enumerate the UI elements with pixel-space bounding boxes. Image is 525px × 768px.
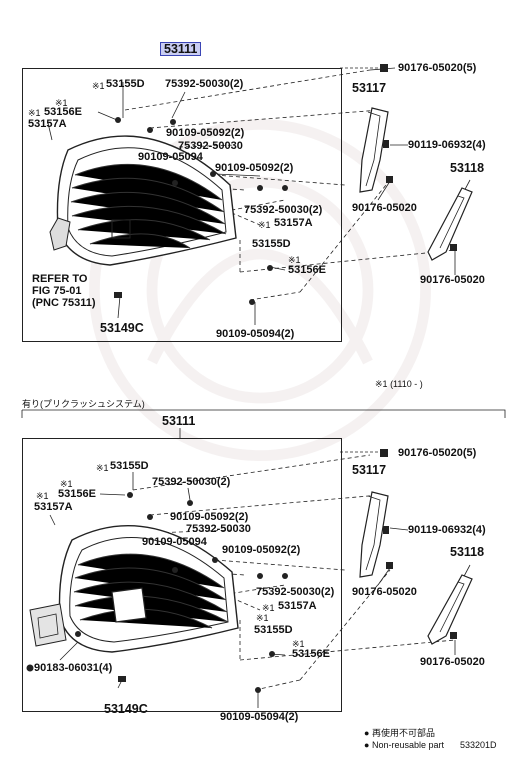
note-mark: ※1 <box>60 479 73 489</box>
label-90176-05020-b[interactable]: 90176-05020 <box>420 274 485 286</box>
label-90109-05092-2b[interactable]: 90109-05092(2) <box>215 162 294 174</box>
note-mark: ※1 <box>55 98 68 108</box>
label-90119-06932-4[interactable]: 90119-06932(4) <box>408 139 486 151</box>
label-53118[interactable]: 53118 <box>450 161 485 175</box>
retainer-53118-shape <box>427 187 473 261</box>
diagram-2-frame <box>22 438 342 712</box>
label-53155d[interactable]: 53155D <box>106 78 145 90</box>
label2-53155d[interactable]: 53155D <box>110 460 149 472</box>
label2-53117[interactable]: 53117 <box>352 463 387 477</box>
note-mark: ※1 <box>375 379 388 389</box>
label-53157a[interactable]: 53157A <box>28 118 67 130</box>
label2-90109-05094-2[interactable]: 90109-05094(2) <box>220 711 299 723</box>
legend-jp-row: ● 再使用不可部品 <box>364 727 435 739</box>
refer-to-line2[interactable]: FIG 75-01 <box>32 285 82 297</box>
label2-53157a-b[interactable]: 53157A <box>278 600 317 612</box>
grille-outline-1 <box>49 135 237 266</box>
refer-to-line3[interactable]: (PNC 75311) <box>32 297 96 309</box>
retainer-53117-shape <box>359 107 389 193</box>
label2-90176-05020-5[interactable]: 90176-05020(5) <box>398 447 477 459</box>
label-75392-50030-2b[interactable]: 75392-50030(2) <box>244 204 323 216</box>
label2-53155d-b[interactable]: 53155D <box>254 624 293 636</box>
watermark-crest <box>89 119 431 461</box>
label2-90109-05092-2[interactable]: 90109-05092(2) <box>170 511 249 523</box>
note-mark: ※1 <box>36 491 49 501</box>
legend-en-row: ● Non-reusable part <box>364 739 444 751</box>
label2-53156e-b[interactable]: 53156E <box>292 648 330 660</box>
retainer-53118-shape-2 <box>427 574 473 645</box>
label2-90176-05020[interactable]: 90176-05020 <box>352 586 417 598</box>
label-90176-05020[interactable]: 90176-05020 <box>352 202 417 214</box>
label-53117[interactable]: 53117 <box>352 81 387 95</box>
note-mark: ※1 <box>288 255 301 265</box>
grille-outline-2 <box>29 525 239 653</box>
non-reusable-dot-icon: ● <box>364 740 370 750</box>
label2-90109-05094[interactable]: 90109-05094 <box>142 536 207 548</box>
main-part-53111[interactable]: 53111 <box>160 42 202 56</box>
label-53156e[interactable]: 53156E <box>44 106 82 118</box>
label2-53149c[interactable]: 53149C <box>104 702 148 716</box>
note-mark: ※1 <box>96 463 109 473</box>
label2-90183-06031-4[interactable]: 90183-06031(4) <box>34 662 113 674</box>
non-reusable-dot-icon: ● <box>364 728 370 738</box>
note-mark: ※1 <box>262 603 275 613</box>
label2-75392-50030[interactable]: 75392-50030 <box>186 523 251 535</box>
note-mark: ※1 <box>258 220 271 230</box>
label2-90119-06932-4[interactable]: 90119-06932(4) <box>408 524 486 536</box>
label-90176-05020-5[interactable]: 90176-05020(5) <box>398 62 477 74</box>
label2-53156e[interactable]: 53156E <box>58 488 96 500</box>
label-53149c[interactable]: 53149C <box>100 321 144 335</box>
label2-90176-05020-b[interactable]: 90176-05020 <box>420 656 485 668</box>
note-range-text: (1110 - ) <box>390 379 423 389</box>
label-53157a-b[interactable]: 53157A <box>274 217 313 229</box>
retainer-53117-shape-2 <box>359 491 389 578</box>
label2-53157a[interactable]: 53157A <box>34 501 73 513</box>
legend-en: Non-reusable part <box>371 740 444 750</box>
label-90109-05094[interactable]: 90109-05094 <box>138 151 203 163</box>
diagram-code: 533201D <box>460 740 497 750</box>
section-label: 有り(プリクラッシュシステム) <box>22 399 145 409</box>
diagram-1-frame <box>22 68 342 342</box>
label2-90109-05092-2b[interactable]: 90109-05092(2) <box>222 544 301 556</box>
label2-53118[interactable]: 53118 <box>450 545 485 559</box>
legend-jp: 再使用不可部品 <box>371 728 435 738</box>
label2-75392-50030-2b[interactable]: 75392-50030(2) <box>256 586 335 598</box>
note-mark: ※1 <box>28 108 41 118</box>
label2-75392-50030-2[interactable]: 75392-50030(2) <box>152 476 231 488</box>
label-53156e-b[interactable]: 53156E <box>288 264 326 276</box>
note-range: ※1 (1110 - ) <box>375 378 423 390</box>
main-part-53111-2[interactable]: 53111 <box>162 414 196 428</box>
label-90109-05092-2[interactable]: 90109-05092(2) <box>166 127 245 139</box>
label-90109-05094-2[interactable]: 90109-05094(2) <box>216 328 295 340</box>
label-75392-50030[interactable]: 75392-50030 <box>178 140 243 152</box>
label-75392-50030-2[interactable]: 75392-50030(2) <box>165 78 244 90</box>
refer-to-line1[interactable]: REFER TO <box>32 273 88 285</box>
label-53155d-b[interactable]: 53155D <box>252 238 291 250</box>
note-mark: ※1 <box>256 613 269 623</box>
note-mark: ※1 <box>292 639 305 649</box>
note-mark: ※1 <box>92 81 105 91</box>
